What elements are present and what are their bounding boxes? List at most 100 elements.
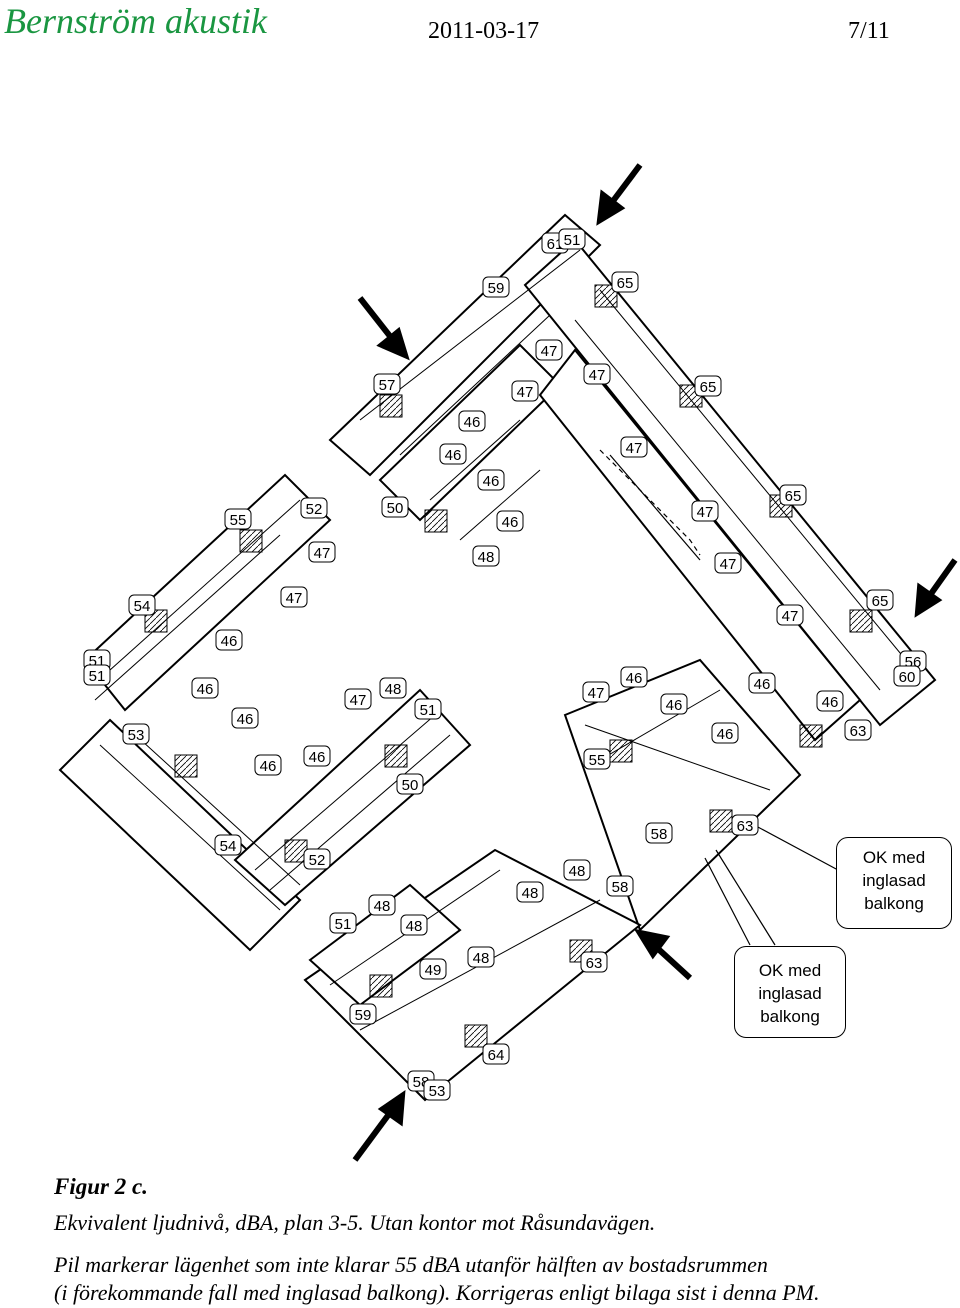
figure-label: Figur 2 c.	[54, 1174, 148, 1199]
level-value: 52	[309, 852, 326, 869]
level-badge	[396, 773, 424, 795]
wing-west	[83, 473, 332, 712]
level-value: 47	[589, 367, 606, 384]
level-badge	[379, 677, 407, 699]
level-value: 48	[374, 898, 391, 915]
level-value: 46	[502, 514, 519, 531]
level-value: 46	[260, 758, 277, 775]
level-badge	[419, 958, 447, 980]
level-value: 47	[350, 692, 367, 709]
level-value: 65	[617, 275, 634, 292]
level-badge	[467, 946, 495, 968]
level-badge	[535, 339, 563, 361]
arrow-icon	[357, 296, 396, 342]
page-number: 7/11	[848, 18, 890, 44]
arrow-icon	[652, 943, 693, 981]
level-badge	[458, 410, 486, 432]
level-badge	[224, 508, 252, 530]
level-badge	[303, 848, 331, 870]
level-badge	[691, 500, 719, 522]
level-badge	[580, 951, 608, 973]
level-value: 54	[134, 598, 151, 615]
level-value: 46	[309, 749, 326, 766]
note-line: inglasad	[862, 871, 926, 890]
level-value: 48	[385, 681, 402, 698]
level-value: 55	[230, 512, 247, 529]
level-badge	[714, 552, 742, 574]
level-badge	[329, 912, 357, 934]
level-value: 48	[406, 918, 423, 935]
note-ok-glazed-balcony: OK med inglasad balkong	[734, 946, 846, 1038]
level-badge	[563, 859, 591, 881]
level-value: 46	[822, 694, 839, 711]
caption-line: Ekvivalent ljudnivå, dBA, plan 3-5. Utan…	[54, 1210, 656, 1235]
level-badge	[482, 276, 510, 298]
level-value: 48	[522, 885, 539, 902]
level-value: 46	[445, 447, 462, 464]
level-badge	[645, 822, 673, 844]
level-value: 48	[473, 950, 490, 967]
note-line: inglasad	[758, 984, 822, 1003]
level-value: 46	[754, 676, 771, 693]
level-badge	[414, 698, 442, 720]
level-value: 60	[899, 669, 916, 686]
level-value: 58	[612, 879, 629, 896]
level-badge	[303, 745, 331, 767]
level-value: 46	[717, 726, 734, 743]
callout-lines	[704, 825, 839, 946]
level-badge	[381, 496, 409, 518]
level-badge	[582, 681, 610, 703]
courtyard-edge	[609, 454, 701, 561]
caption-line: Pil markerar lägenhet som inte klarar 55…	[54, 1252, 768, 1277]
level-badge	[606, 875, 634, 897]
level-badge	[711, 722, 739, 744]
level-badge	[344, 688, 372, 710]
level-badge	[191, 677, 219, 699]
level-value: 47	[720, 556, 737, 573]
level-value: 63	[850, 723, 867, 740]
warning-arrows	[352, 163, 958, 1162]
level-badge	[482, 1043, 510, 1065]
level-value: 50	[387, 500, 404, 517]
level-value: 46	[666, 697, 683, 714]
level-badge	[280, 586, 308, 608]
level-badge	[254, 754, 282, 776]
level-value: 51	[564, 232, 581, 249]
level-badge	[748, 672, 776, 694]
level-value: 53	[128, 727, 145, 744]
level-badge	[439, 443, 467, 465]
level-value: 57	[379, 377, 396, 394]
level-value: 51	[89, 668, 106, 685]
level-value: 46	[464, 414, 481, 431]
level-badge	[349, 1003, 377, 1025]
level-value: 63	[586, 955, 603, 972]
note-ok-glazed-balcony: OK med inglasad balkong	[836, 837, 952, 929]
level-value: 52	[306, 501, 323, 518]
level-value: 65	[785, 488, 802, 505]
level-badge	[776, 604, 804, 626]
level-value: 53	[429, 1083, 446, 1100]
level-value: 46	[626, 670, 643, 687]
level-badge	[400, 914, 428, 936]
level-badge	[611, 271, 639, 293]
level-badge	[558, 228, 586, 250]
level-badge	[496, 510, 524, 532]
level-value: 46	[237, 711, 254, 728]
level-value: 47	[517, 384, 534, 401]
note-line: balkong	[760, 1007, 820, 1026]
level-value: 65	[872, 593, 889, 610]
level-badge	[620, 666, 648, 688]
level-value: 48	[478, 549, 495, 566]
wing-south	[303, 848, 642, 1102]
caption-line: (i förekommande fall med inglasad balkon…	[54, 1280, 820, 1305]
level-value: 49	[425, 962, 442, 979]
level-badge	[660, 693, 688, 715]
level-badge	[583, 363, 611, 385]
level-badge	[308, 541, 336, 563]
level-value: 46	[221, 633, 238, 650]
level-value: 59	[488, 280, 505, 297]
level-value: 63	[737, 818, 754, 835]
level-value: 59	[355, 1007, 372, 1024]
level-badge	[583, 748, 611, 770]
